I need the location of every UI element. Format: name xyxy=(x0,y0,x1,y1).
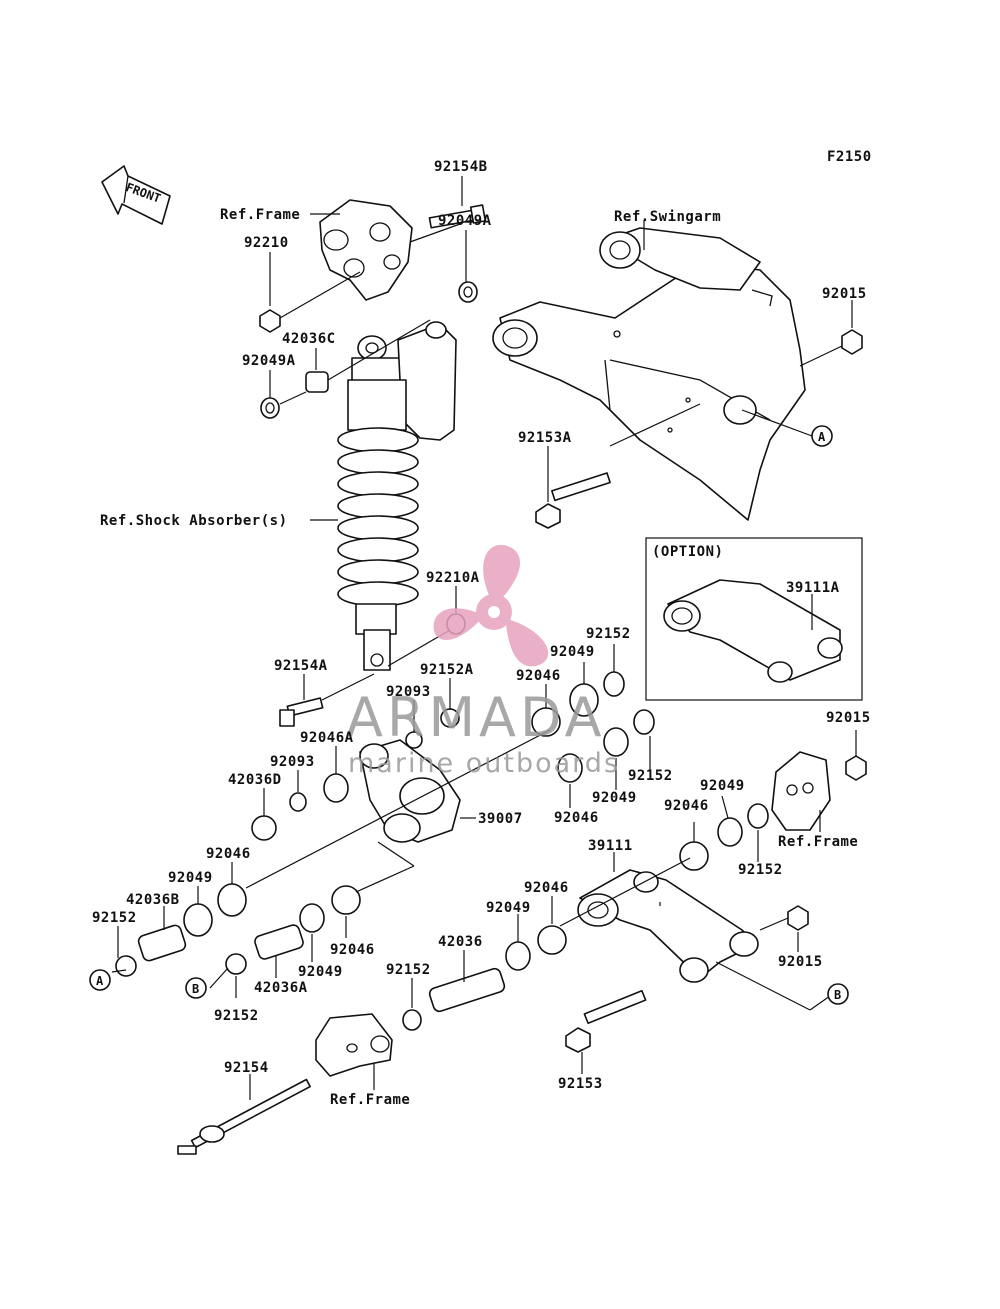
label-92015-bot: 92015 xyxy=(778,954,823,970)
label-92154B: 92154B xyxy=(434,159,488,175)
label-92152-b: 92152 xyxy=(628,768,673,784)
label-92093-b: 92093 xyxy=(270,754,315,770)
label-92152-c: 92152 xyxy=(738,862,783,878)
label-92152-a: 92152 xyxy=(586,626,631,642)
swingarm-drawing xyxy=(492,227,806,521)
label-92154A: 92154A xyxy=(274,658,328,674)
label-92153A: 92153A xyxy=(518,430,572,446)
frame-bracket-top-drawing xyxy=(319,199,413,301)
label-ref-frame-right: Ref.Frame xyxy=(778,834,858,850)
label-ref-shock-absorber: Ref.Shock Absorber(s) xyxy=(100,513,288,529)
label-92049-f: 92049 xyxy=(486,900,531,916)
label-92210A: 92210A xyxy=(426,570,480,586)
leader-lines xyxy=(111,176,857,1100)
svg-text:B: B xyxy=(192,982,199,996)
front-arrow-icon: FRONT xyxy=(101,165,171,225)
part-labels: 92154B Ref.Frame 92210 92049A 42036C 920… xyxy=(92,159,871,1108)
callout-b-left: B xyxy=(185,977,207,999)
label-92093-a: 92093 xyxy=(386,684,431,700)
label-92049-a: 92049 xyxy=(550,644,595,660)
label-92049A-left: 92049A xyxy=(242,353,296,369)
label-92015-top: 92015 xyxy=(822,286,867,302)
figure-code: F2150 xyxy=(827,149,872,165)
shock-spring xyxy=(337,427,419,607)
watermark: ARMADA marine outboards xyxy=(346,544,620,779)
callout-b-right: B xyxy=(827,983,849,1005)
frame-bracket-bottom-drawing xyxy=(315,1013,393,1077)
label-92046-c: 92046 xyxy=(664,798,709,814)
label-92046A: 92046A xyxy=(300,730,354,746)
label-92152-d: 92152 xyxy=(92,910,137,926)
label-92152-f: 92152 xyxy=(386,962,431,978)
label-92210: 92210 xyxy=(244,235,289,251)
label-92153: 92153 xyxy=(558,1076,603,1092)
bolts xyxy=(177,204,647,1155)
label-42036A: 42036A xyxy=(254,980,308,996)
option-box: (OPTION) xyxy=(645,537,863,701)
label-92046-e: 92046 xyxy=(330,942,375,958)
label-92015-mid: 92015 xyxy=(826,710,871,726)
label-92046-a: 92046 xyxy=(516,668,561,684)
label-92046-d: 92046 xyxy=(206,846,251,862)
option-box-title: (OPTION) xyxy=(652,544,723,560)
label-42036B: 42036B xyxy=(126,892,180,908)
callout-a-upper: A xyxy=(811,425,833,447)
label-92152A: 92152A xyxy=(420,662,474,678)
label-42036C: 42036C xyxy=(282,331,336,347)
label-92152-e: 92152 xyxy=(214,1008,259,1024)
svg-text:B: B xyxy=(834,988,841,1002)
propeller-logo-icon xyxy=(433,544,549,667)
label-ref-frame-top: Ref.Frame xyxy=(220,207,300,223)
svg-text:A: A xyxy=(96,974,104,988)
label-42036D: 42036D xyxy=(228,772,282,788)
watermark-brand: ARMADA xyxy=(346,686,606,749)
label-92049-c: 92049 xyxy=(700,778,745,794)
callout-a-lower: A xyxy=(89,969,111,991)
watermark-tagline: marine outboards xyxy=(348,748,620,779)
label-39111A: 39111A xyxy=(786,580,840,596)
label-ref-frame-bottom: Ref.Frame xyxy=(330,1092,410,1108)
label-ref-swingarm: Ref.Swingarm xyxy=(614,209,721,225)
label-92049-e: 92049 xyxy=(298,964,343,980)
shock-absorber-drawing xyxy=(337,321,457,671)
svg-text:A: A xyxy=(818,430,826,444)
label-92046-f: 92046 xyxy=(524,880,569,896)
label-92046-b: 92046 xyxy=(554,810,599,826)
frame-bracket-right-drawing xyxy=(771,751,831,831)
label-92154: 92154 xyxy=(224,1060,269,1076)
label-39111: 39111 xyxy=(588,838,633,854)
label-39007: 39007 xyxy=(478,811,523,827)
label-92049A-top: 92049A xyxy=(438,213,492,229)
label-92049-b: 92049 xyxy=(592,790,637,806)
label-42036: 42036 xyxy=(438,934,483,950)
label-92049-d: 92049 xyxy=(168,870,213,886)
link-39111-drawing xyxy=(577,869,759,983)
